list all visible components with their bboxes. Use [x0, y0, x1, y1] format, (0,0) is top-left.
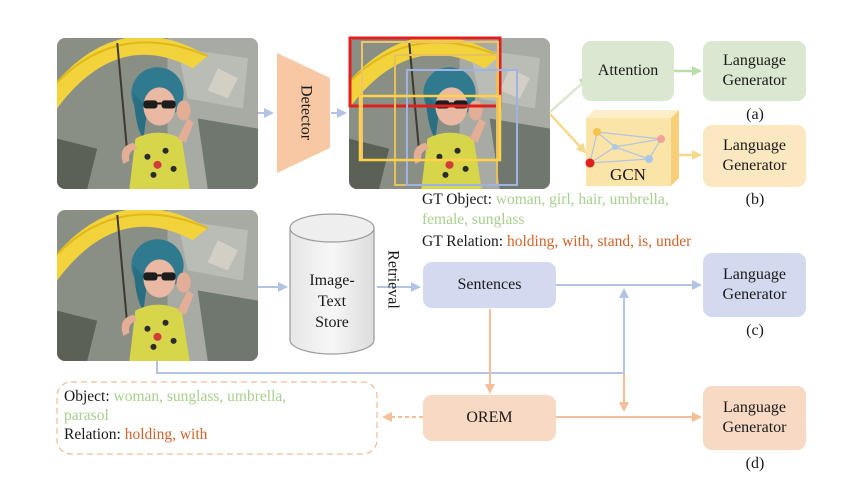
gt-object-values-1: woman, girl, hair, umbrella,	[495, 191, 669, 208]
detector-shape	[277, 53, 330, 173]
attention-box: Attention	[582, 41, 674, 101]
language-generator-a: Language Generator	[703, 41, 806, 101]
image-text-store-cylinder	[289, 213, 375, 355]
arrow-to-gcn	[549, 113, 587, 154]
gt-object-line1: GT Object: woman, girl, hair, umbrella,	[422, 190, 669, 210]
input-image-bottom	[47, 208, 258, 361]
arrow-image-loop-to-c	[156, 288, 629, 374]
orem-box: OREM	[423, 395, 556, 441]
language-generator-d: Language Generator	[703, 386, 806, 450]
detected-image	[339, 36, 550, 189]
detector-label: Detector	[297, 84, 315, 141]
attention-label: Attention	[597, 62, 659, 79]
store-label: Image- Text Store	[292, 270, 372, 333]
gt-object-key: GT Object:	[422, 191, 492, 208]
store-label-line2: Text	[317, 293, 347, 310]
output-relation-key: Relation:	[64, 426, 121, 443]
gt-relation-key: GT Relation:	[422, 233, 504, 250]
gt-relation-line: GT Relation: holding, with, stand, is, u…	[422, 232, 691, 252]
bounding-boxes	[348, 36, 518, 186]
output-object-key: Object:	[64, 388, 110, 405]
orem-label: OREM	[466, 409, 513, 426]
panel-label-c: (c)	[746, 322, 764, 339]
output-object-values-1: woman, sunglass, umbrella,	[113, 388, 287, 405]
language-generator-b-label: Language Generator	[722, 137, 787, 174]
sentences-label: Sentences	[457, 276, 522, 293]
language-generator-b: Language Generator	[703, 125, 806, 187]
store-label-line1: Image-	[309, 272, 355, 289]
gt-relation-values: holding, with, stand, is, under	[506, 233, 692, 250]
output-relation-line: Relation: holding, with	[64, 425, 374, 444]
graph-icon	[585, 128, 665, 168]
panel-label-d: (d)	[745, 455, 765, 472]
output-relation-values: holding, with	[124, 426, 208, 443]
gt-object-values-2: female, sunglass	[422, 211, 525, 228]
gcn-cube	[585, 110, 679, 186]
store-label-line3: Store	[315, 314, 349, 331]
output-object-values-2: parasol	[64, 407, 109, 424]
retrieval-label: Retrieval	[384, 250, 402, 309]
language-generator-c-label: Language Generator	[722, 266, 787, 303]
panel-label-a: (a)	[746, 106, 764, 123]
language-generator-a-label: Language Generator	[722, 52, 787, 89]
panel-label-b: (b)	[745, 191, 765, 208]
input-image-top	[47, 36, 258, 189]
output-object-line1: Object: woman, sunglass, umbrella,	[64, 387, 374, 406]
language-generator-d-label: Language Generator	[722, 399, 787, 436]
language-generator-c: Language Generator	[703, 253, 806, 317]
sentences-box: Sentences	[423, 262, 556, 308]
output-box	[56, 381, 378, 455]
arrow-to-attention	[549, 76, 590, 113]
gcn-label: GCN	[610, 165, 646, 184]
output-text: Object: woman, sunglass, umbrella, paras…	[64, 387, 374, 444]
